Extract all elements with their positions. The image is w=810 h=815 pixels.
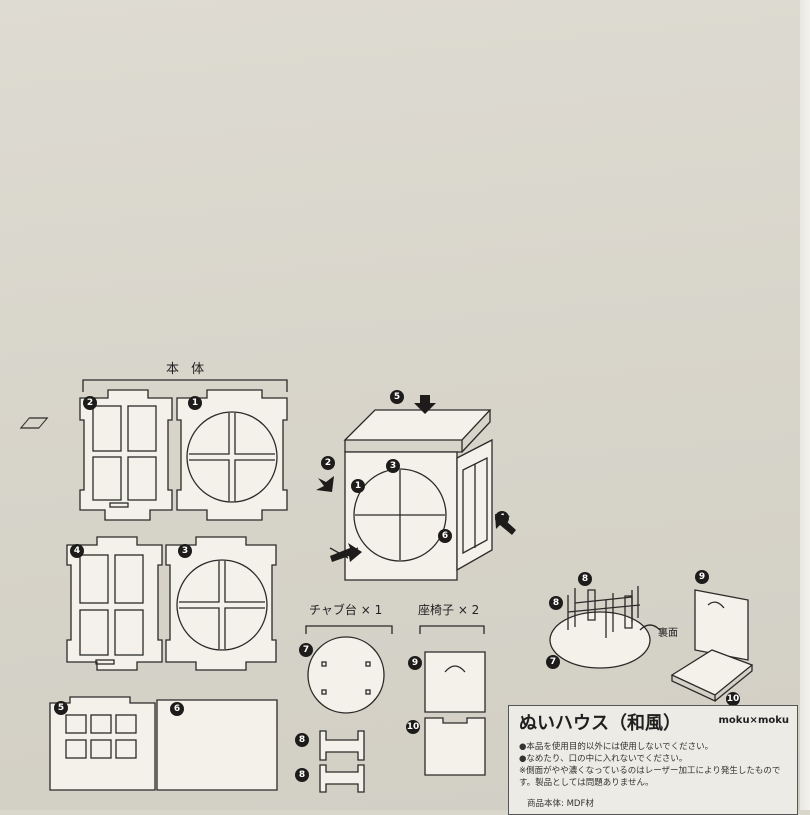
svg-text:9: 9 <box>412 658 418 668</box>
svg-text:6: 6 <box>442 531 448 541</box>
main-body-bracket <box>82 379 288 392</box>
part-1-panel: 1 <box>176 389 288 521</box>
part-8-leg-a: 8 <box>295 730 365 761</box>
assembled-house-illustration: 5 2 3 1 6 4 <box>19 390 516 581</box>
chair-assembly-illustration: 9 10 <box>670 570 754 706</box>
table-bracket <box>305 625 393 634</box>
part-7-table-top: 7 <box>299 636 385 714</box>
svg-text:5: 5 <box>58 703 64 713</box>
brand-label: moku×moku <box>718 715 790 726</box>
main-body-heading: 本 体 <box>166 362 209 377</box>
svg-text:2: 2 <box>87 398 93 408</box>
svg-text:2: 2 <box>325 458 331 468</box>
note-1: ●本品を使用目的以外には使用しないでください。 <box>519 742 714 752</box>
svg-text:1: 1 <box>192 398 198 408</box>
svg-text:8: 8 <box>299 735 305 745</box>
svg-text:9: 9 <box>699 572 705 582</box>
chairs-heading: 座椅子 × 2 <box>418 603 480 617</box>
part-6-panel: 6 <box>156 699 278 791</box>
part-9-chair-back: 9 <box>408 651 486 713</box>
svg-text:8: 8 <box>582 574 588 584</box>
svg-text:3: 3 <box>390 461 396 471</box>
chairs-bracket <box>419 625 485 634</box>
svg-text:6: 6 <box>174 704 180 714</box>
svg-text:10: 10 <box>407 722 420 732</box>
note-4: す。製品としては問題ありません。 <box>519 778 654 788</box>
material-label: 商品本体: MDF材 <box>527 799 594 809</box>
note-2: ●なめたり、口の中に入れないでください。 <box>519 754 688 764</box>
part-8-leg-b: 8 <box>295 764 365 793</box>
part-5-panel: 5 <box>49 696 156 791</box>
part-3-panel: 3 <box>165 536 277 671</box>
product-title: ぬいハウス（和風） <box>519 713 681 734</box>
svg-text:10: 10 <box>727 694 740 704</box>
part-4-panel: 4 <box>66 536 163 671</box>
product-info-box: ぬいハウス（和風） moku×moku ●本品を使用目的以外には使用しないでくだ… <box>508 705 798 815</box>
svg-text:7: 7 <box>303 645 309 655</box>
back-side-label: 裏面 <box>658 626 678 639</box>
paper-edge <box>800 0 810 810</box>
svg-text:4: 4 <box>74 546 80 556</box>
table-heading: チャブ台 × 1 <box>309 603 383 617</box>
svg-text:1: 1 <box>355 481 361 491</box>
svg-text:3: 3 <box>182 546 188 556</box>
svg-text:8: 8 <box>553 598 559 608</box>
svg-text:5: 5 <box>394 392 400 402</box>
note-3: ※側面がやや濃くなっているのはレーザー加工により発生したもので <box>519 766 781 776</box>
svg-text:8: 8 <box>299 770 305 780</box>
svg-text:7: 7 <box>550 657 556 667</box>
part-10-chair-seat: 10 <box>406 717 486 776</box>
table-assembly-illustration: 8 8 7 裏面 <box>546 572 678 669</box>
product-notes: ●本品を使用目的以外には使用しないでください。 ●なめたり、口の中に入れないでく… <box>519 741 787 789</box>
part-2-panel: 2 <box>79 389 173 521</box>
